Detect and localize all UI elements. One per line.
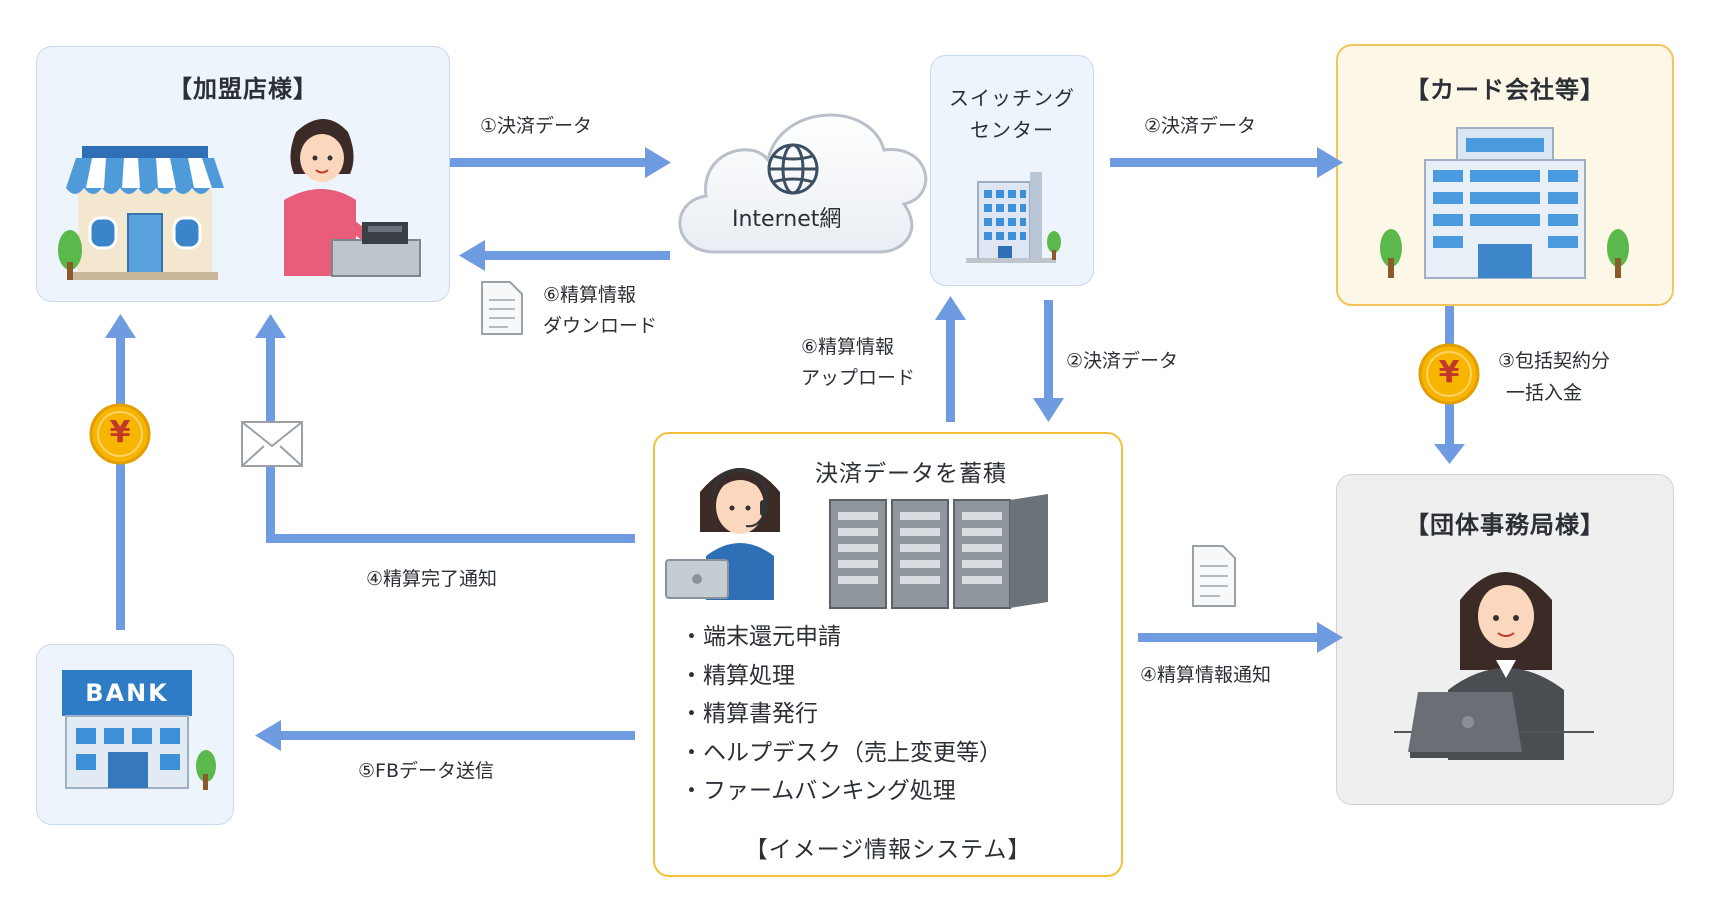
system-task-item: ・ファームバンキング処理: [680, 778, 956, 804]
arrow-internet-to-merchant: [459, 240, 670, 271]
system-task-list: ・端末還元申請 ・精算処理 ・精算書発行 ・ヘルプデスク（売上変更等） ・ファー…: [680, 618, 1002, 811]
globe-icon: [767, 143, 819, 195]
internet-label: Internet網: [732, 207, 842, 232]
yen-symbol: ¥: [1438, 355, 1460, 390]
flow-label-6-download-2: ダウンロード: [543, 315, 658, 337]
switching-building-icon: [966, 172, 1061, 263]
arrow-system-to-merchant: [255, 314, 635, 543]
yen-coin-icon: [89, 403, 151, 465]
system-task-item: ・精算書発行: [680, 701, 818, 727]
office-woman-icon: [1394, 572, 1594, 760]
card-company-building-icon: [1380, 127, 1629, 279]
document-icon: [1192, 545, 1236, 607]
flow-label-4-info: ④精算情報通知: [1140, 664, 1272, 686]
arrow-system-to-bank: [255, 720, 635, 751]
flow-label-6-download-1: ⑥精算情報: [543, 284, 637, 306]
flow-label-6-upload-2: アップロード: [801, 367, 916, 389]
system-task-item: ・精算処理: [680, 662, 795, 689]
yen-coin-icon: [1418, 343, 1480, 405]
switching-center-title-2: センター: [970, 118, 1054, 142]
envelope-icon: [241, 421, 303, 467]
flow-label-4-notify: ④精算完了通知: [366, 568, 498, 590]
bank-label: BANK: [85, 679, 169, 707]
flow-label-6-upload-1: ⑥精算情報: [801, 336, 895, 358]
switching-center-title-1: スイッチング: [949, 86, 1075, 110]
flow-label-3-1: ③包括契約分: [1498, 350, 1611, 372]
flow-label-5: ⑤FBデータ送信: [358, 760, 494, 782]
tree-icon: [58, 230, 82, 280]
cashier-woman-icon: [284, 119, 421, 277]
arrow-bank-to-merchant: [105, 314, 136, 630]
arrow-switching-to-system: [1033, 300, 1064, 422]
arrow-switching-to-card: [1110, 147, 1343, 178]
flow-label-3-2: 一括入金: [1506, 382, 1583, 404]
flow-label-2-top: ②決済データ: [1144, 115, 1257, 137]
merchant-title: 【加盟店様】: [168, 75, 318, 103]
arrow-system-to-association: [1138, 622, 1343, 653]
association-title: 【団体事務局様】: [1405, 511, 1605, 539]
arrow-system-to-switching: [935, 296, 966, 422]
bank-building-icon: [62, 670, 216, 790]
switching-center-box: スイッチング センター: [930, 55, 1094, 286]
yen-symbol: ¥: [109, 415, 131, 450]
flow-label-2-down: ②決済データ: [1066, 350, 1179, 372]
document-icon: [481, 281, 523, 335]
storefront-icon: [66, 146, 224, 280]
system-task-item: ・端末還元申請: [680, 624, 841, 650]
arrow-merchant-to-internet: [450, 147, 671, 178]
system-task-item: ・ヘルプデスク（売上変更等）: [680, 739, 1002, 766]
flow-label-1: ①決済データ: [480, 115, 593, 137]
operator-woman-icon: [665, 468, 780, 600]
system-heading: 決済データを蓄積: [815, 461, 1007, 487]
internet-cloud: [678, 113, 928, 254]
system-name: 【イメージ情報システム】: [744, 837, 1032, 863]
card-company-title: 【カード会社等】: [1405, 76, 1605, 104]
server-rack-icon: [829, 494, 1048, 609]
